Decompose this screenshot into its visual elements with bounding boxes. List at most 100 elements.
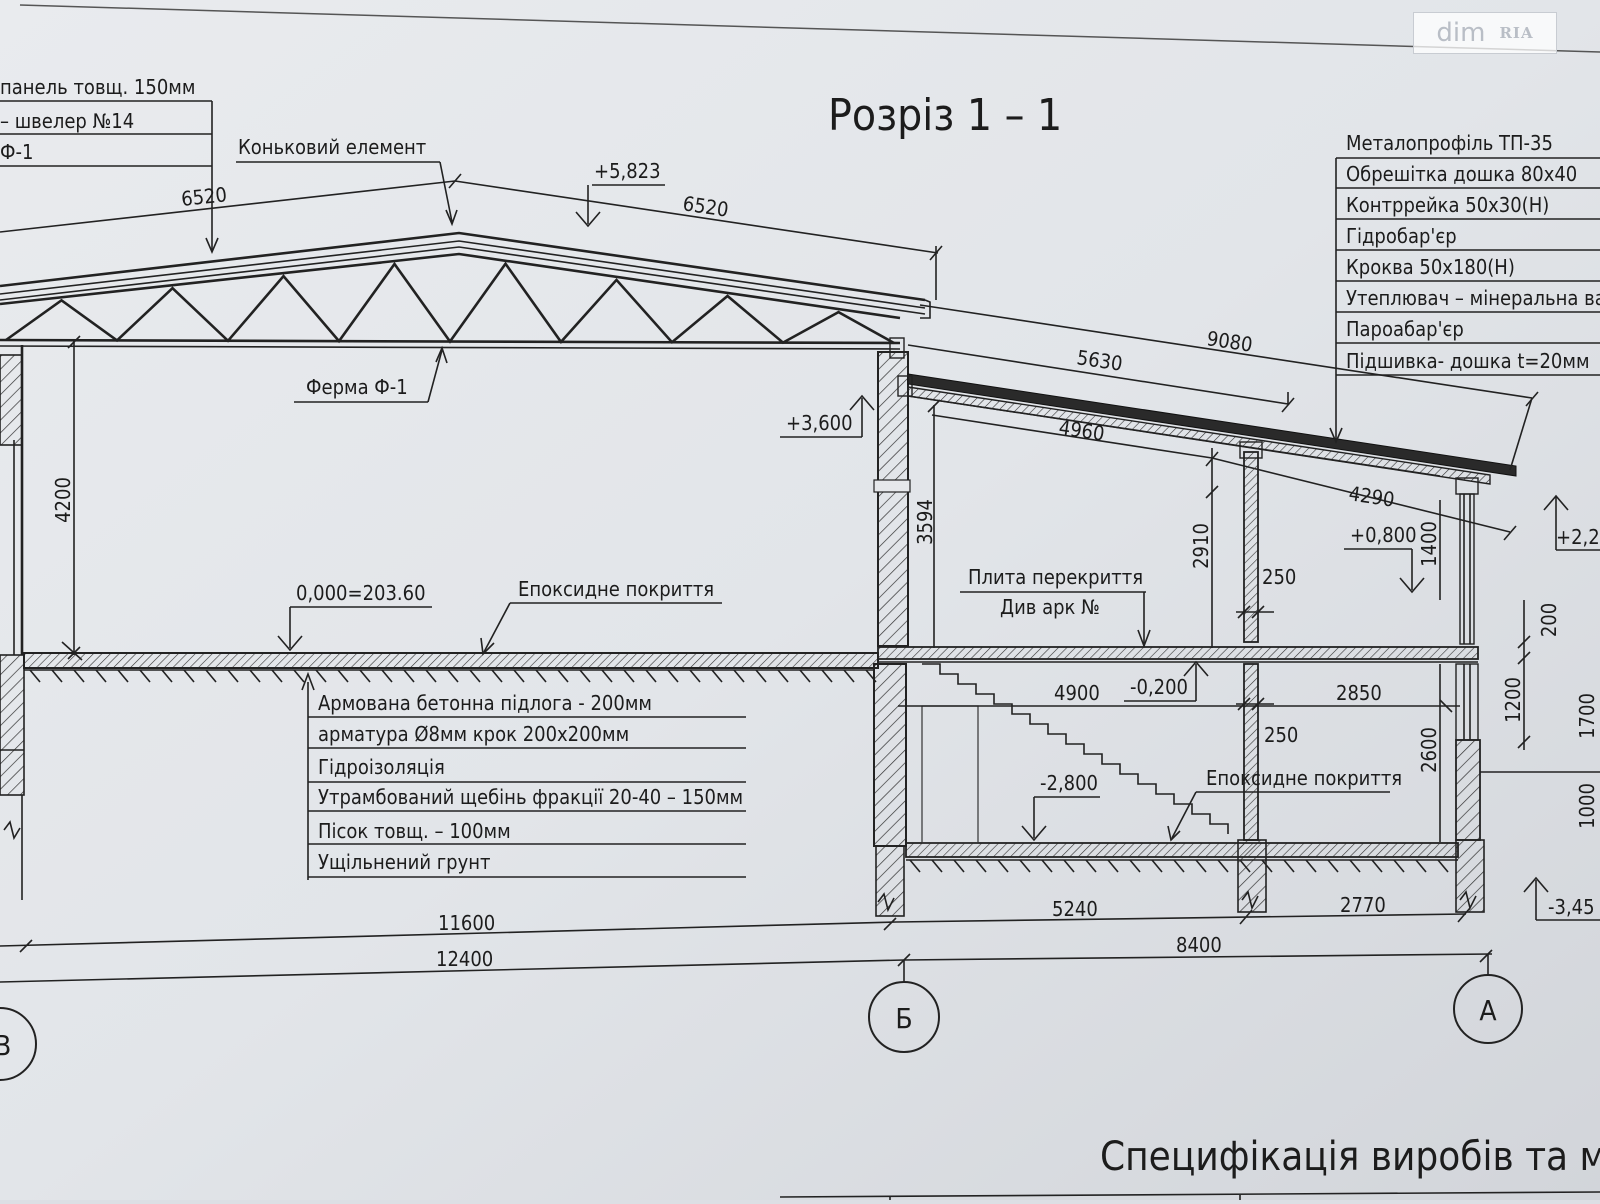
basement-ground-hatch xyxy=(909,859,1449,873)
dim-wall-250b: 250 xyxy=(1264,723,1298,747)
roof-layer-7: Пароабар'єр xyxy=(1346,317,1464,341)
ground-hatch xyxy=(29,669,877,683)
truss-f1 xyxy=(0,252,901,350)
dim-hall-height: 4200 xyxy=(51,477,75,523)
roof-dimensions: 6520 6520 xyxy=(0,173,943,300)
window-level: +0,800 xyxy=(1350,523,1417,547)
ridge-label: Коньковий елемент xyxy=(238,135,426,159)
dim-room-height: 2910 xyxy=(1189,523,1213,569)
left-wall xyxy=(0,345,25,900)
dim-wall-250a: 250 xyxy=(1262,565,1296,589)
dim-base-h: 2600 xyxy=(1417,727,1441,773)
truss-label: Ферма Ф-1 xyxy=(306,375,408,399)
dim-base-w2: 2770 xyxy=(1340,893,1386,917)
roof-layer-3: Контррейка 50х30(Н) xyxy=(1346,193,1549,217)
roof-layer-5: Кроква 50х180(Н) xyxy=(1346,255,1515,279)
dim-window-h: 1400 xyxy=(1417,521,1441,567)
dim-base-w1: 5240 xyxy=(1052,897,1098,921)
zero-level: 0,000=203.60 xyxy=(296,581,426,605)
truss-web xyxy=(5,261,895,345)
wall-axis-b xyxy=(873,337,911,917)
zero-level-mark: 0,000=203.60 xyxy=(61,581,432,661)
dim-wall-height: 3594 xyxy=(913,499,937,545)
basement-dims: 4900 2850 2600 xyxy=(898,664,1460,842)
watermark-brand: RIA xyxy=(1499,24,1534,42)
dim-hall-outer: 12400 xyxy=(436,947,493,971)
right-height-dims: 200 1200 1700 1000 xyxy=(1501,600,1599,829)
window-level-mark: +0,800 1400 xyxy=(1344,500,1441,600)
roof-layer-4: Гідробар'єр xyxy=(1346,224,1457,248)
roof-left-note-3: Ф-1 xyxy=(0,140,33,164)
roof-left-note-2: – швелер №14 xyxy=(0,109,134,133)
axis-a: А xyxy=(1479,994,1497,1027)
right-top-level-mark: +2,20 xyxy=(1543,494,1600,551)
main-floor-slab xyxy=(23,652,879,683)
eave-level: +3,600 xyxy=(786,411,853,435)
roof-layer-8: Підшивка- дошка t=20мм xyxy=(1346,349,1590,373)
axis-a-bubble xyxy=(1453,974,1523,1044)
roof-layers: Металопрофіль ТП-35 Обрешітка дошка 80х4… xyxy=(1329,131,1600,445)
truss-callout: Ферма Ф-1 xyxy=(294,345,448,403)
floor-layers: Армована бетонна підлога - 200мм арматур… xyxy=(301,671,746,880)
watermark-logo: dim RIA xyxy=(1413,12,1557,54)
dim-hall-inner: 11600 xyxy=(438,911,495,935)
dim-1000: 1000 xyxy=(1575,783,1599,829)
spec-table-top xyxy=(779,1191,1600,1198)
wall-height-dim: 3594 xyxy=(913,399,941,648)
roof-layer-6: Утеплювач – мінеральна вата xyxy=(1346,286,1600,310)
dim-200: 200 xyxy=(1537,603,1561,637)
stair xyxy=(922,663,1229,834)
roof-layer-2: Обрешітка дошка 80х40 xyxy=(1346,162,1577,186)
dim-base-left: 4900 xyxy=(1054,681,1100,705)
watermark-site: dim xyxy=(1436,18,1486,48)
slab-level: -0,200 xyxy=(1130,675,1188,699)
dim-roof-left: 6520 xyxy=(180,182,228,211)
dim-1700: 1700 xyxy=(1575,693,1599,739)
axis-b: Б xyxy=(895,1002,912,1035)
ridge-callout: Коньковий елемент xyxy=(236,135,458,227)
floor-layer-3: Гідроізоляція xyxy=(318,755,445,779)
room-height-dim: 2910 250 250 xyxy=(1189,448,1298,747)
roof-left-notes: панель товщ. 150мм – швелер №14 Ф-1 xyxy=(0,75,219,255)
annex-slab xyxy=(877,646,1479,663)
axis-v-bubble xyxy=(0,1007,37,1081)
lean-to-roof xyxy=(897,373,1517,485)
slab-label-2: Див арк № xyxy=(1000,595,1100,619)
floor-layer-4: Утрамбований щебінь фракції 20-40 – 150м… xyxy=(318,785,743,809)
axis-v: В xyxy=(0,1029,11,1062)
floor-layer-5: Пісок товщ. – 100мм xyxy=(318,819,511,843)
ridge-level-mark: +5,823 xyxy=(575,159,665,228)
floor-coating-callout: Епоксидне покриття xyxy=(480,577,722,656)
specification-title: Специфікація виробів та мат xyxy=(1100,1134,1600,1180)
floor-coating-label: Епоксидне покриття xyxy=(518,577,714,601)
dim-annex: 8400 xyxy=(1176,933,1222,957)
slab-callout: Плита перекриття Див арк № xyxy=(960,565,1151,649)
right-top-level: +2,20 xyxy=(1556,525,1600,549)
axis-b-bubble xyxy=(868,981,940,1053)
footing-level: -3,45 xyxy=(1548,895,1595,919)
dim-1200: 1200 xyxy=(1501,677,1525,723)
basement xyxy=(905,663,1459,873)
ridge-level: +5,823 xyxy=(594,159,661,183)
floor-layer-6: Ущільнений грунт xyxy=(318,850,491,874)
roof-layer-1: Металопрофіль ТП-35 xyxy=(1346,131,1553,155)
basement-level-mark: -2,800 xyxy=(1021,771,1100,842)
gable-roof xyxy=(0,231,931,319)
dim-base-right: 2850 xyxy=(1336,681,1382,705)
plan-dimension-chains: 11600 12400 5240 2770 8400 xyxy=(0,893,1493,983)
floor-layer-1: Армована бетонна підлога - 200мм xyxy=(318,691,652,715)
sheet-border-line xyxy=(19,4,1600,53)
slab-level-mark: -0,200 xyxy=(1124,660,1209,702)
floor-layer-2: арматура Ø8мм крок 200х200мм xyxy=(318,722,629,746)
basement-coating-label: Епоксидне покриття xyxy=(1206,766,1402,790)
roof-left-note-1: панель товщ. 150мм xyxy=(0,75,195,99)
eave-level-mark: +3,600 xyxy=(780,394,875,438)
footing-level-mark: -3,45 xyxy=(1523,876,1600,921)
slab-label-1: Плита перекриття xyxy=(968,565,1143,589)
basement-level: -2,800 xyxy=(1040,771,1098,795)
wall-axis-a xyxy=(1455,477,1600,913)
drawing-title: Розріз 1 – 1 xyxy=(828,90,1062,141)
